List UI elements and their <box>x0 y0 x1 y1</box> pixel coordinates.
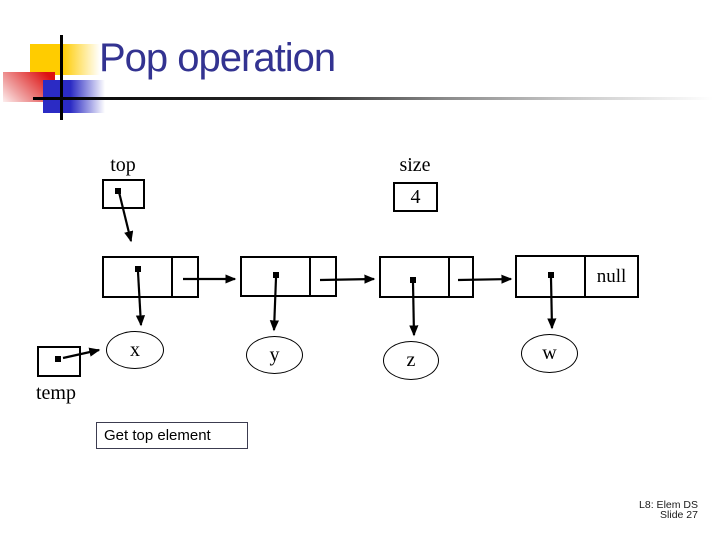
top-pointer-box <box>102 179 145 209</box>
footer-slide-number: Slide 27 <box>660 509 698 521</box>
element-value-y: y <box>269 343 280 366</box>
element-value-w: w <box>542 342 557 364</box>
list-node-1 <box>102 256 199 298</box>
node-3-data-cell <box>381 258 450 296</box>
node-2-next-cell <box>311 258 335 295</box>
logo-yellow-square <box>30 44 100 75</box>
logo-vertical-line <box>60 35 63 120</box>
size-value-box: 4 <box>393 182 438 212</box>
node-1-next-cell <box>173 258 197 296</box>
element-value-x: x <box>130 338 140 361</box>
size-label: size <box>399 154 431 176</box>
caption-box: Get top element <box>96 422 248 449</box>
list-node-2 <box>240 256 337 297</box>
logo-blue-square <box>43 80 105 113</box>
slide-title: Pop operation <box>99 36 336 80</box>
element-value-z: z <box>406 349 416 371</box>
node-4-null-cell: null <box>596 265 627 287</box>
node-1-data-cell <box>104 258 173 296</box>
top-pointer-label: top <box>110 154 136 176</box>
size-value: 4 <box>410 185 421 208</box>
list-node-3 <box>379 256 474 298</box>
footer-course-label: L8: Elem DS <box>639 499 698 511</box>
element-ellipse-x: x <box>106 331 164 369</box>
list-node-4: null <box>515 255 639 298</box>
node-2-data-cell <box>242 258 311 295</box>
temp-pointer-label: temp <box>36 382 76 404</box>
element-ellipse-z: z <box>383 341 439 380</box>
element-ellipse-y: y <box>246 336 303 374</box>
title-divider-line <box>33 97 720 100</box>
slide-footer: L8: Elem DS Slide 27 <box>639 499 698 521</box>
node-3-next-cell <box>450 258 472 296</box>
node-4-data-cell <box>517 257 586 296</box>
element-ellipse-w: w <box>521 334 578 373</box>
temp-pointer-box <box>37 346 81 377</box>
